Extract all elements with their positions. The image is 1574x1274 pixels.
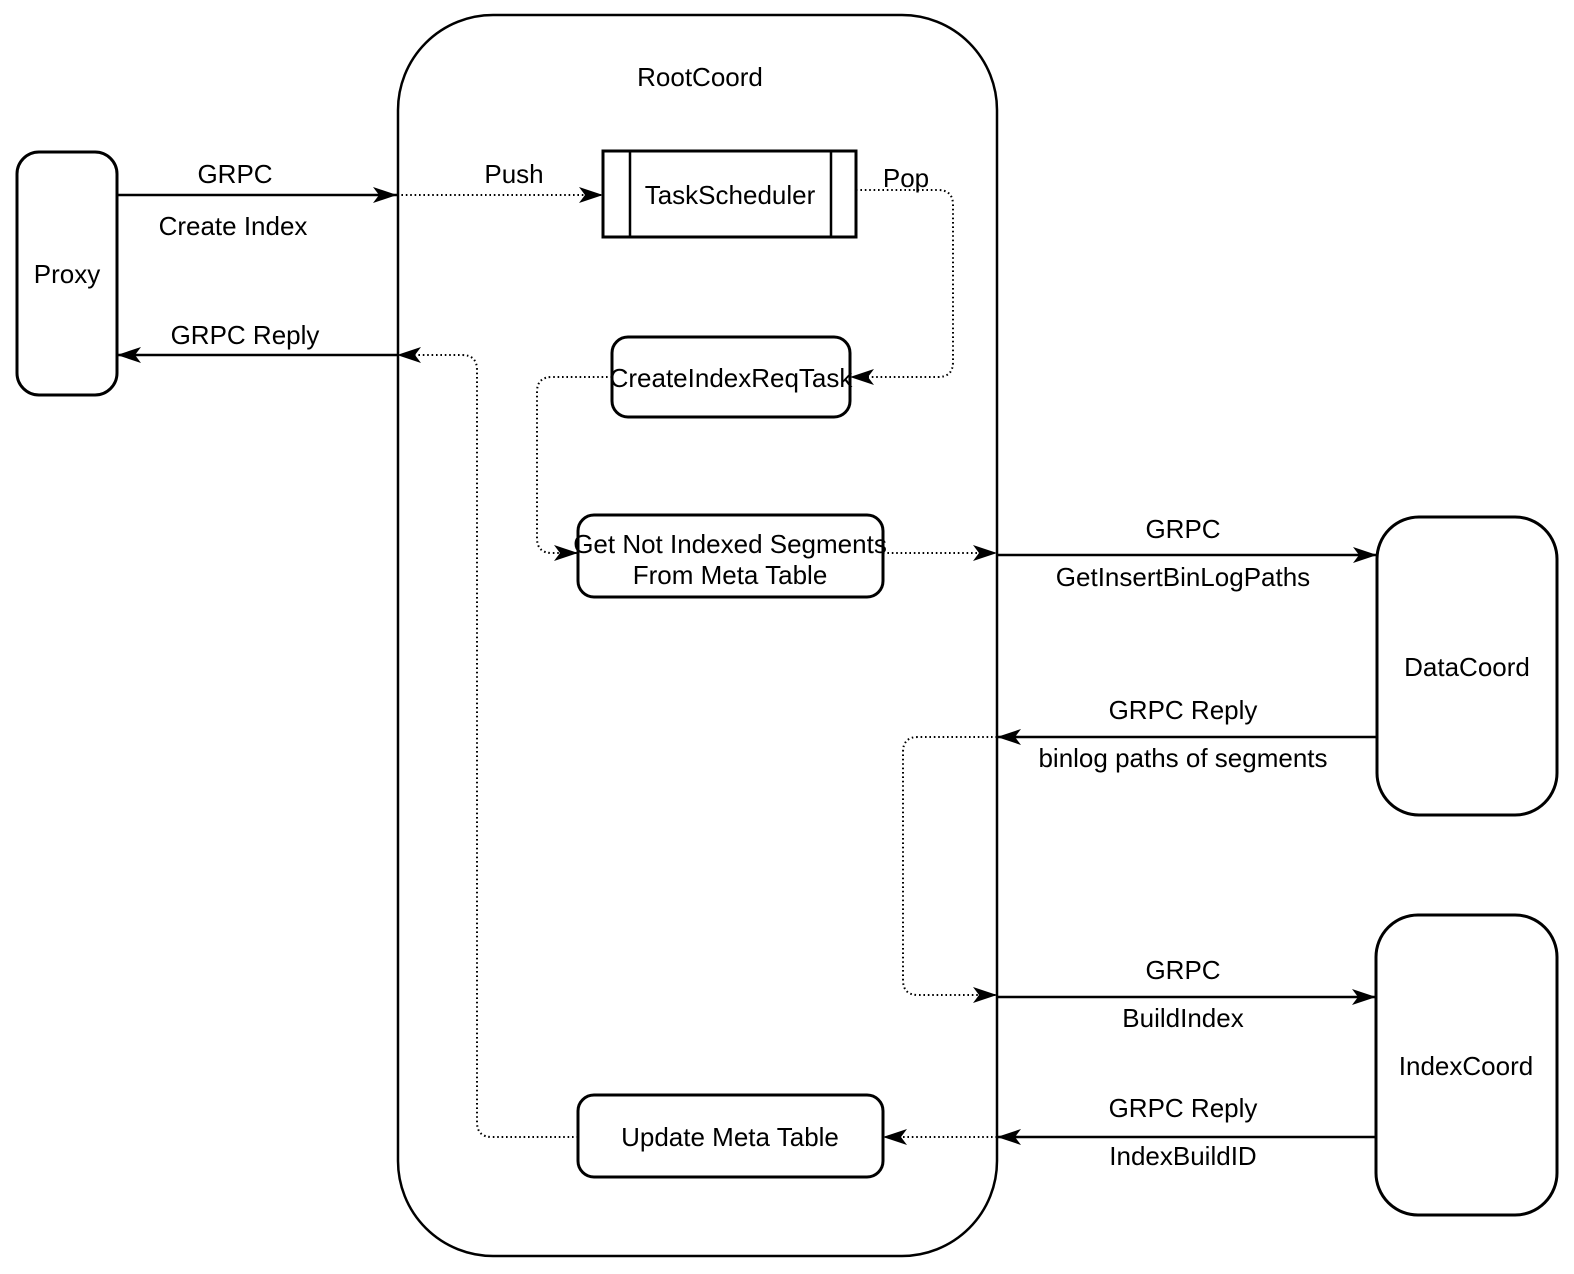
- create-index-req-task-node-label: CreateIndexReqTask: [610, 363, 854, 393]
- datacoord-node-label: DataCoord: [1404, 652, 1530, 682]
- label-pop: Pop: [883, 163, 929, 193]
- indexcoord-node: IndexCoord: [1374, 913, 1559, 1217]
- get-not-indexed-segments-node-box: [576, 513, 885, 599]
- update-meta-table-node-label: Update Meta Table: [621, 1122, 839, 1152]
- rootcoord-container: RootCoord: [396, 13, 999, 1258]
- edge-labels: GRPC Create Index GRPC Reply Push Pop GR…: [159, 159, 1328, 1171]
- edge-reply-loop-to-buildindex: [902, 736, 997, 1003]
- label-grpc-reply-indexcoord-subtitle: IndexBuildID: [1109, 1141, 1256, 1171]
- update-meta-table-node: Update Meta Table: [576, 1093, 885, 1179]
- label-push: Push: [484, 159, 543, 189]
- indexcoord-node-label: IndexCoord: [1399, 1051, 1533, 1081]
- edges-solid: [117, 187, 1377, 1145]
- task-scheduler-node-box: [601, 149, 858, 239]
- edges-dotted: [397, 187, 997, 1145]
- indexcoord-node-box: [1374, 913, 1559, 1217]
- label-grpc-reply-datacoord-title: GRPC Reply: [1109, 695, 1258, 725]
- get-not-indexed-segments-label-line1: Get Not Indexed Segments: [573, 529, 887, 559]
- label-grpc-datacoord-subtitle: GetInsertBinLogPaths: [1056, 562, 1310, 592]
- label-grpc-create-index-subtitle: Create Index: [159, 211, 308, 241]
- label-grpc-datacoord-title: GRPC: [1145, 514, 1220, 544]
- rootcoord-container-border: [396, 13, 999, 1258]
- get-not-indexed-segments-label-line2: From Meta Table: [633, 560, 828, 590]
- rootcoord-label: RootCoord: [637, 62, 763, 92]
- create-index-req-task-node: CreateIndexReqTask: [610, 335, 854, 419]
- proxy-node: Proxy: [15, 150, 119, 397]
- edge-pop-to-create-index-req-task: [850, 189, 954, 385]
- label-grpc-create-index-title: GRPC: [197, 159, 272, 189]
- label-grpc-indexcoord-subtitle: BuildIndex: [1122, 1003, 1243, 1033]
- proxy-node-box: [15, 150, 119, 397]
- proxy-node-label: Proxy: [34, 259, 100, 289]
- label-grpc-reply-indexcoord-title: GRPC Reply: [1109, 1093, 1258, 1123]
- edge-create-index-req-task-to-get-segments: [536, 376, 612, 561]
- task-scheduler-node-label: TaskScheduler: [645, 180, 816, 210]
- edge-update-meta-table-to-grpc-reply: [397, 347, 578, 1138]
- label-grpc-reply-proxy: GRPC Reply: [171, 320, 320, 350]
- task-scheduler-node: TaskScheduler: [601, 149, 858, 239]
- label-grpc-reply-datacoord-subtitle: binlog paths of segments: [1038, 743, 1327, 773]
- datacoord-node-box: [1375, 515, 1559, 817]
- datacoord-node: DataCoord: [1375, 515, 1559, 817]
- label-grpc-indexcoord-title: GRPC: [1145, 955, 1220, 985]
- get-not-indexed-segments-node: Get Not Indexed Segments From Meta Table: [573, 513, 887, 599]
